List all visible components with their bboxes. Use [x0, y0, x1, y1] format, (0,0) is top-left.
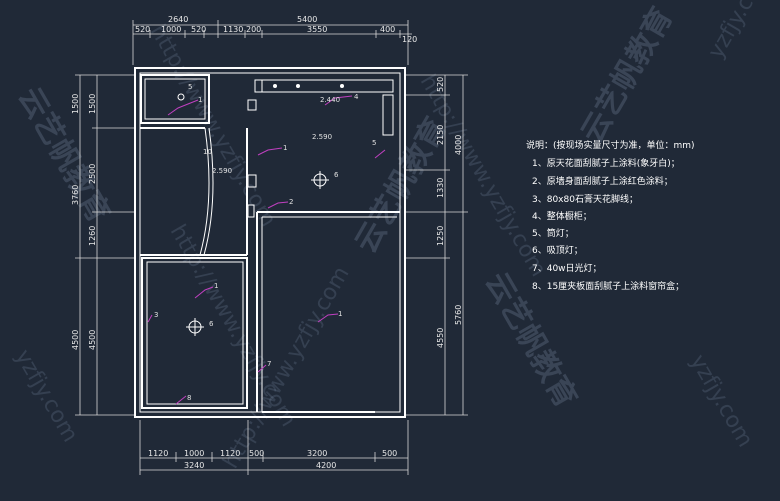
- mark-6-bedroom: 6: [209, 320, 214, 328]
- mark-1-bedroom-left: 1: [214, 282, 218, 290]
- ceiling-lights: [177, 93, 329, 336]
- mark-4-cabinet: 4: [354, 93, 359, 101]
- dim-top-1000: 1000: [161, 25, 181, 34]
- dim-right-4550: 4550: [436, 328, 445, 348]
- dim-right-outer-5760: 5760: [454, 305, 463, 325]
- dim-right-1330: 1330: [436, 178, 445, 198]
- ceiling-light-bedroom: [186, 318, 204, 336]
- dim-bottom-3240: 3240: [184, 461, 204, 470]
- dimensions-bottom: 1120 1000 1120 500 3200 500 3240 4200: [139, 420, 409, 475]
- height-2590-kitchen: 2.590: [312, 133, 332, 141]
- watermark-url: http://www.yzfjy.com: [219, 262, 355, 473]
- height-2590-corridor: 2.590: [212, 167, 232, 175]
- outer-wall: [134, 67, 406, 418]
- legend-notes: 说明：(按现场实量尺寸为准，单位：mm) 1、原天花面刮腻子上涂料(象牙白)； …: [526, 139, 695, 292]
- mark-1-bedroom-right: 1: [338, 310, 342, 318]
- mark-1-bathroom: 1: [198, 96, 202, 104]
- mark-5-bathroom: 5: [188, 83, 192, 91]
- watermark-url: http://www.yzfjy.com: [415, 71, 551, 282]
- dim-bottom-500b: 500: [382, 449, 397, 458]
- watermark-brand: 云艺帆教育: [575, 2, 680, 149]
- dim-right-520: 520: [436, 77, 445, 92]
- ceiling-light-kitchen: [311, 171, 329, 189]
- dim-bottom-1000: 1000: [184, 449, 204, 458]
- dim-top-200: 200: [246, 25, 261, 34]
- dim-bottom-500: 500: [249, 449, 264, 458]
- floor-plan: [134, 67, 406, 418]
- mark-2: 2: [289, 198, 293, 206]
- dim-right-2150: 2150: [436, 125, 445, 145]
- dim-top-520b: 520: [191, 25, 206, 34]
- note-item-8: 8、15厘夹板面刮腻子上涂料窗帘盒；: [532, 280, 684, 292]
- dim-top-520: 520: [135, 25, 150, 34]
- note-item-1: 1、原天花面刮腻子上涂料(象牙白)；: [532, 157, 680, 169]
- mark-7: 7: [267, 360, 271, 368]
- dimensions-left: 1500 3760 4500 1500 2500 1260 4500: [71, 74, 135, 416]
- room-bathroom: [140, 74, 210, 124]
- dim-top-400: 400: [380, 25, 395, 34]
- mark-5-downlight: 5: [372, 139, 376, 147]
- dim-top-2640: 2640: [168, 15, 188, 24]
- dim-right-1250: 1250: [436, 226, 445, 246]
- mark-8: 8: [187, 394, 191, 402]
- note-item-2: 2、原墙身面刮腻子上涂红色涂料；: [532, 175, 673, 187]
- room-bedroom-left: [141, 257, 248, 409]
- watermark-short: yzfjy.com: [685, 351, 758, 452]
- dim-top-120: 120: [402, 35, 417, 44]
- notes-title: 说明：(按现场实量尺寸为准，单位：mm): [526, 139, 695, 151]
- dimensions-top: 2640 5400 520 1000 520 1130 200 3550 400…: [132, 15, 417, 65]
- kitchen-cabinet: [254, 79, 394, 93]
- dim-top-5400: 5400: [297, 15, 317, 24]
- dim-bottom-1120b: 1120: [220, 449, 240, 458]
- dim-left-4500: 4500: [71, 330, 80, 350]
- dimensions-right: 520 2150 1330 1250 4550 4000 5760: [405, 74, 468, 416]
- dim-left-inner-1500: 1500: [88, 94, 97, 114]
- curved-partition: [199, 127, 210, 256]
- dim-bottom-1120: 1120: [148, 449, 168, 458]
- mark-10: 10: [203, 148, 212, 156]
- dim-left-inner-2500: 2500: [88, 164, 97, 184]
- height-2440: 2.440: [320, 96, 340, 104]
- watermark-brand: 云艺帆教育: [11, 82, 116, 229]
- dim-top-1130: 1130: [223, 25, 243, 34]
- dim-left-inner-1260: 1260: [88, 226, 97, 246]
- watermark-short: yzfjy.com: [704, 0, 777, 63]
- dim-top-3550: 3550: [307, 25, 327, 34]
- dim-left-inner-4500: 4500: [88, 330, 97, 350]
- annotation-marks: 1 5 4 5 1 6 2 2.440 2.590 2.590 10 1 3 6…: [147, 83, 386, 405]
- note-item-6: 6、吸顶灯；: [532, 245, 583, 256]
- watermark-short: yzfjy.com: [10, 346, 83, 447]
- dim-bottom-4200: 4200: [316, 461, 336, 470]
- dim-left-1500: 1500: [71, 94, 80, 114]
- note-item-5: 5、筒灯；: [532, 227, 574, 239]
- note-item-4: 4、整体橱柜；: [532, 210, 592, 222]
- dim-right-outer-4000: 4000: [454, 135, 463, 155]
- dim-bottom-3200: 3200: [307, 449, 327, 458]
- note-item-3: 3、80x80石膏天花脚线；: [532, 193, 638, 205]
- watermark-layer: 云艺帆教育 云艺帆教育 云艺帆教育 云艺帆教育 http://www.yzfjy…: [10, 0, 777, 473]
- downlight-bathroom: [177, 93, 185, 101]
- mark-1-kitchen: 1: [283, 144, 287, 152]
- mark-3: 3: [154, 311, 158, 319]
- note-item-7: 7、40w日光灯；: [532, 262, 602, 274]
- mark-6-kitchen: 6: [334, 171, 339, 179]
- dim-left-3760: 3760: [71, 185, 80, 205]
